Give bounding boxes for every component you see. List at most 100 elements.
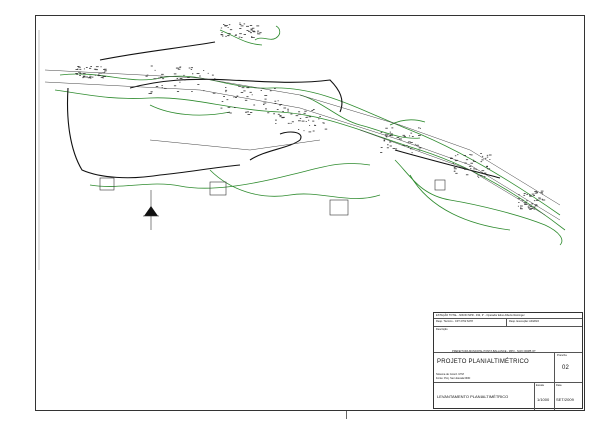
- boundary-lines: [66, 41, 501, 179]
- survey-point: [233, 96, 235, 98]
- sheet-fold-mark: [346, 411, 347, 419]
- survey-point: [225, 25, 228, 26]
- survey-point: [273, 113, 275, 115]
- title-block: ESTAÇÃO TOTAL - NIKON NPR - 332, 3" - Op…: [433, 312, 583, 410]
- survey-point: [408, 146, 410, 148]
- survey-point: [238, 36, 241, 38]
- survey-point: [98, 73, 100, 75]
- survey-point: [104, 71, 106, 73]
- survey-point: [161, 85, 163, 86]
- survey-point: [403, 136, 406, 137]
- survey-point: [287, 108, 289, 110]
- survey-point: [279, 104, 283, 105]
- survey-point: [225, 35, 227, 37]
- survey-point: [387, 144, 389, 146]
- survey-point: [163, 88, 167, 89]
- survey-point: [227, 106, 231, 108]
- survey-point: [277, 100, 279, 102]
- survey-point: [481, 159, 484, 161]
- survey-point: [150, 92, 153, 94]
- building-outlines: [99, 177, 446, 216]
- survey-point: [251, 36, 253, 38]
- survey-point: [389, 131, 391, 133]
- survey-point: [191, 91, 193, 92]
- survey-point: [176, 78, 179, 79]
- survey-point: [389, 141, 392, 143]
- description-label: Descrição: [436, 328, 448, 331]
- survey-point: [283, 107, 287, 109]
- survey-point: [482, 155, 484, 157]
- survey-point: [468, 165, 472, 167]
- date-label: Data: [556, 384, 562, 387]
- survey-point: [240, 37, 243, 38]
- survey-point: [243, 23, 246, 25]
- survey-point: [197, 84, 200, 85]
- survey-point: [79, 73, 82, 74]
- survey-point: [183, 74, 185, 76]
- survey-point: [257, 32, 259, 34]
- survey-point: [291, 121, 294, 123]
- survey-point: [523, 193, 526, 194]
- survey-point: [527, 206, 530, 208]
- survey-point: [277, 113, 280, 115]
- sheet-number: 02: [562, 365, 570, 371]
- survey-point: [520, 207, 522, 209]
- survey-point: [298, 113, 301, 115]
- survey-point: [257, 30, 260, 32]
- survey-point: [469, 154, 471, 155]
- survey-point: [227, 35, 230, 37]
- survey-point: [312, 120, 315, 122]
- organization-name: PREFEITURA MUNICIPAL PONTA BALLANCE - MP…: [452, 350, 536, 353]
- survey-point: [308, 116, 312, 118]
- survey-point: [523, 194, 526, 196]
- survey-point: [89, 67, 92, 69]
- survey-point: [82, 75, 86, 77]
- survey-point: [465, 159, 469, 161]
- project-title: PROJETO PLANIALTIMÉTRICO: [437, 359, 529, 365]
- survey-point: [530, 206, 532, 207]
- survey-point: [408, 141, 411, 143]
- survey-point: [206, 79, 209, 80]
- survey-point: [179, 81, 181, 83]
- survey-point: [145, 75, 148, 77]
- date-value: SET/2009: [556, 397, 574, 402]
- survey-point: [290, 122, 292, 124]
- survey-point: [253, 31, 256, 33]
- survey-point: [91, 76, 94, 78]
- survey-point: [398, 138, 401, 140]
- survey-point: [153, 78, 157, 80]
- survey-point: [533, 206, 536, 208]
- survey-point: [535, 199, 539, 201]
- survey-point: [85, 67, 88, 68]
- survey-point: [249, 32, 252, 34]
- survey-point: [82, 73, 86, 74]
- survey-point: [480, 153, 482, 154]
- survey-point: [77, 68, 79, 70]
- survey-point: [529, 204, 531, 206]
- survey-point: [389, 145, 392, 147]
- survey-point: [90, 66, 92, 67]
- survey-point: [489, 159, 491, 160]
- survey-point: [264, 95, 268, 96]
- survey-point: [301, 120, 305, 122]
- survey-point: [389, 133, 393, 135]
- survey-point: [410, 142, 413, 143]
- survey-point: [380, 152, 383, 153]
- survey-point: [89, 75, 92, 77]
- survey-point: [76, 74, 78, 75]
- survey-point: [177, 68, 181, 70]
- survey-point: [533, 200, 536, 202]
- survey-point: [146, 74, 149, 76]
- survey-point: [82, 77, 84, 79]
- survey-point: [518, 202, 520, 203]
- scale-value: 1/1000: [537, 397, 550, 402]
- survey-point: [409, 135, 411, 137]
- survey-point: [214, 78, 216, 80]
- survey-point: [470, 168, 472, 170]
- survey-point: [190, 69, 193, 70]
- survey-point: [308, 119, 310, 121]
- survey-point: [274, 100, 277, 102]
- survey-point: [406, 145, 408, 146]
- survey-point: [235, 34, 237, 36]
- survey-point: [383, 138, 386, 140]
